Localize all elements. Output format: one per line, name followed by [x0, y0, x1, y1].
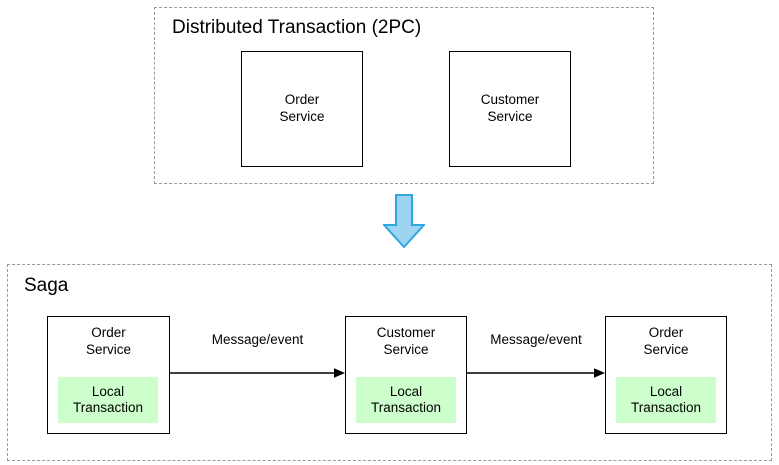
connector-message-event-2-label: Message/event	[490, 332, 582, 347]
chip-local-transaction-1-label: Local Transaction	[72, 383, 144, 416]
chip-local-transaction-1: Local Transaction	[58, 377, 158, 423]
box-customer-service-2pc[interactable]	[449, 51, 571, 167]
chip-local-transaction-2-label: Local Transaction	[370, 383, 442, 416]
box-saga-customer-service-label: Customer Service	[376, 325, 436, 357]
group-saga	[7, 264, 772, 461]
box-customer-service-2pc-label: Customer Service	[480, 92, 540, 124]
arrow-right-icon-2	[467, 368, 605, 378]
connector-message-event-1: Message/event	[170, 332, 345, 382]
box-saga-order-service-2-label: Order Service	[643, 325, 689, 357]
box-saga-order-service-1-label: Order Service	[85, 325, 131, 357]
chip-local-transaction-3-label: Local Transaction	[630, 383, 702, 416]
down-arrow-icon	[383, 194, 425, 248]
box-order-service-2pc-label: Order Service	[279, 92, 325, 124]
box-order-service-2pc[interactable]	[241, 51, 363, 167]
connector-message-event-1-label: Message/event	[211, 332, 304, 347]
group-distributed-transaction-title: Distributed Transaction (2PC)	[172, 17, 422, 38]
arrow-right-icon-1	[170, 368, 345, 378]
connector-message-event-2: Message/event	[467, 332, 605, 382]
chip-local-transaction-2: Local Transaction	[356, 377, 456, 423]
group-distributed-transaction	[154, 7, 654, 184]
chip-local-transaction-3: Local Transaction	[616, 377, 716, 423]
group-saga-title: Saga	[24, 275, 69, 296]
